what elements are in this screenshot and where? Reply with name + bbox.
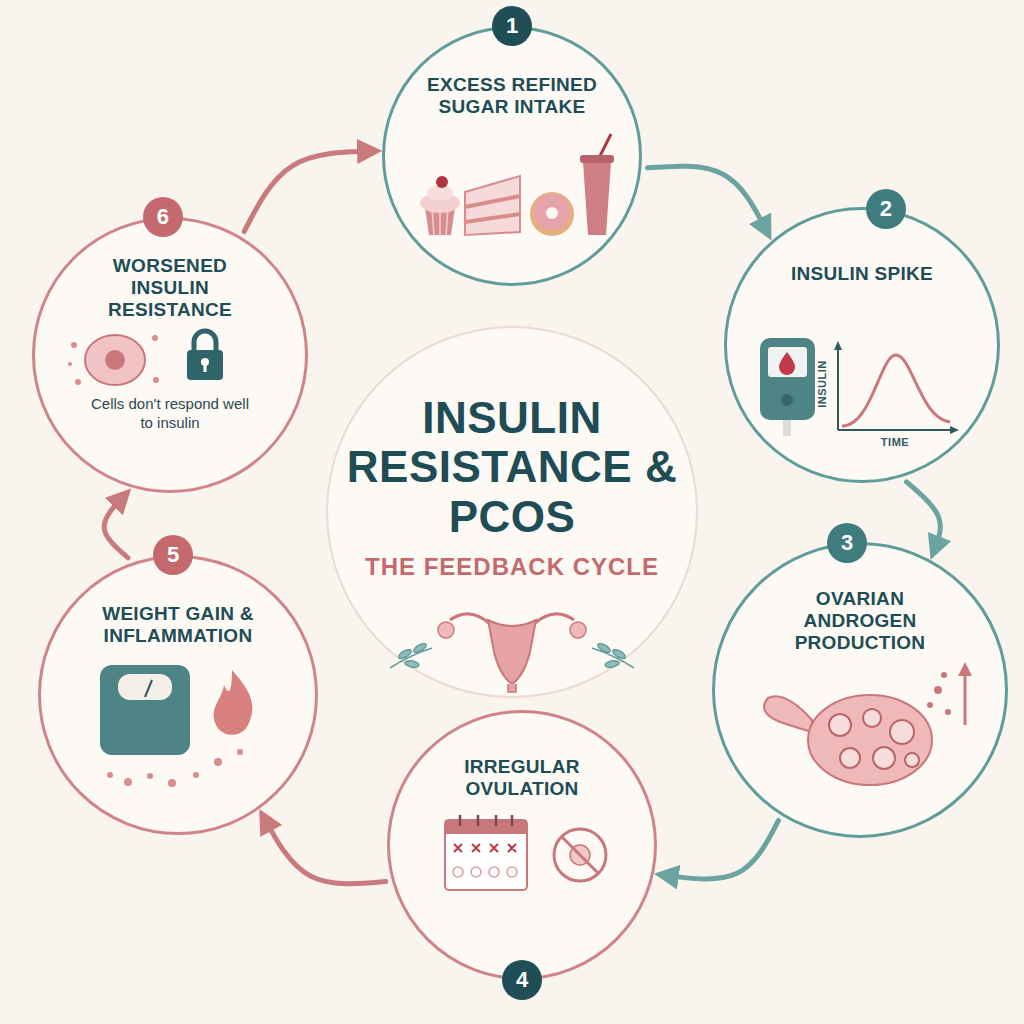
- circle-outline: [714, 544, 1007, 837]
- axis-label: TIME: [870, 436, 920, 448]
- step-circle: 4IRREGULAR OVULATION: [387, 710, 657, 980]
- uterus-illustration: [390, 614, 634, 692]
- circle-outline: [726, 209, 999, 482]
- circle-outline: [38, 555, 318, 835]
- ovary-illustration: [764, 662, 972, 785]
- axis-label: INSULIN: [816, 354, 828, 414]
- step-number: 2: [866, 189, 906, 229]
- glucometer-chart: [760, 338, 959, 436]
- cycle-arrow: [244, 151, 372, 231]
- cycle-arrow: [647, 166, 766, 231]
- step-circle: 2INSULIN SPIKE: [724, 207, 1000, 483]
- step-circle: 1EXCESS REFINED SUGAR INTAKE: [382, 26, 642, 286]
- cycle-arrow: [264, 818, 386, 884]
- step-number: 4: [502, 960, 542, 1000]
- circle-outline: [40, 557, 317, 834]
- step-number: 3: [827, 523, 867, 563]
- circle-outline: [712, 542, 1008, 838]
- circle-grounds: [32, 26, 1008, 980]
- cycle-arrow: [104, 496, 128, 558]
- step-heading: IRREGULAR OVULATION: [437, 756, 607, 800]
- cycle-arrow: [906, 482, 940, 551]
- circle-outline: [387, 710, 657, 980]
- circle-outline: [724, 207, 1000, 483]
- step-note: Cells don't respond well to insulin: [85, 395, 255, 433]
- step-heading: EXCESS REFINED SUGAR INTAKE: [417, 74, 607, 118]
- circle-outline: [384, 28, 641, 285]
- cell-lock-illustration: [68, 331, 223, 385]
- subtitle: THE FEEDBACK CYCLE: [312, 553, 712, 581]
- step-heading: OVARIAN ANDROGEN PRODUCTION: [775, 588, 945, 654]
- step-circle: 3OVARIAN ANDROGEN PRODUCTION: [712, 542, 1008, 838]
- calendar-illustration: [445, 815, 606, 890]
- circle-outline: [34, 219, 307, 492]
- step-circle: 6WORSENED INSULIN RESISTANCECells don't …: [32, 217, 308, 493]
- step-heading: WEIGHT GAIN & INFLAMMATION: [83, 603, 273, 647]
- circle-outline: [382, 26, 642, 286]
- cycle-arrow: [664, 821, 779, 879]
- scale-flame-illustration: [100, 665, 252, 787]
- sweets-illustration: [420, 134, 614, 236]
- step-heading: INSULIN SPIKE: [762, 263, 962, 285]
- step-number: 6: [143, 197, 183, 237]
- step-heading: WORSENED INSULIN RESISTANCE: [95, 255, 245, 321]
- circle-outline: [389, 712, 656, 979]
- step-circle: 5WEIGHT GAIN & INFLAMMATION: [38, 555, 318, 835]
- diagram-title: INSULIN RESISTANCE & PCOS: [322, 393, 702, 541]
- step-number: 5: [153, 535, 193, 575]
- step-number: 1: [492, 6, 532, 46]
